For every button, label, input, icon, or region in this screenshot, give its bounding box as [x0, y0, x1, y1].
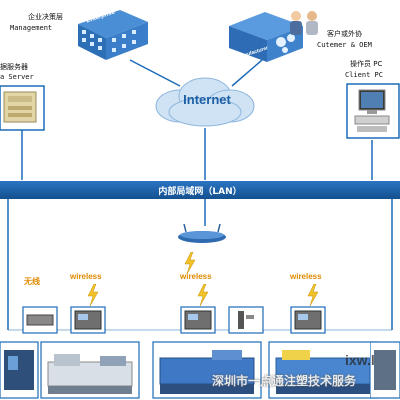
watermark-brand: ixw.l [345, 352, 375, 368]
injection-machine-2 [40, 341, 140, 399]
wireless-signal-icon-2 [197, 284, 209, 306]
injection-machine-5 [370, 341, 400, 399]
wireless-signal-icon-4 [184, 252, 196, 274]
enterprise-building: Enterprise [70, 4, 150, 62]
customer-people-icon [290, 11, 318, 35]
client-label-cn: 操作员 PC [350, 60, 383, 68]
client-pc-icon [345, 82, 400, 140]
manufacturer-link [231, 59, 263, 87]
watermark-text: 深圳市一点通注塑技术服务 [212, 374, 357, 388]
server-label-en: a Server [0, 73, 34, 81]
client-label-en: Client PC [345, 71, 383, 79]
wireless-label-1: wireless [70, 272, 102, 281]
enterprise-link [129, 59, 181, 87]
injection-machine-1 [0, 341, 39, 399]
injection-machine-3 [152, 341, 262, 399]
customer-label-cn: 客户或外协 [327, 30, 362, 38]
terminal-box-4 [228, 306, 264, 334]
lan-bar: 内部局域网（LAN） [0, 181, 400, 199]
server-label-cn: 据服务器 [0, 63, 28, 71]
wireless-signal-icon-3 [307, 284, 319, 306]
lan-label: 内部局域网（LAN） [158, 187, 242, 197]
terminal-box-3 [180, 306, 216, 334]
management-label-cn: 企业决策层 [28, 13, 63, 21]
server-icon [0, 84, 46, 132]
customer-label-en: Cutemer & OEM [317, 41, 372, 49]
internet-label: Internet [183, 92, 231, 107]
router-icon [176, 222, 228, 244]
wireless-label-2: wireless [180, 272, 212, 281]
terminal-box-1 [22, 306, 58, 334]
management-label-en: Management [10, 24, 53, 32]
wired-label: 无线 [24, 277, 40, 286]
wireless-signal-icon-1 [87, 284, 99, 306]
terminal-box-2 [70, 306, 106, 334]
internet-cloud: Internet [150, 74, 260, 130]
injection-machine-4 [268, 341, 378, 399]
terminal-box-5 [290, 306, 326, 334]
wireless-label-3: wireless [290, 272, 322, 281]
